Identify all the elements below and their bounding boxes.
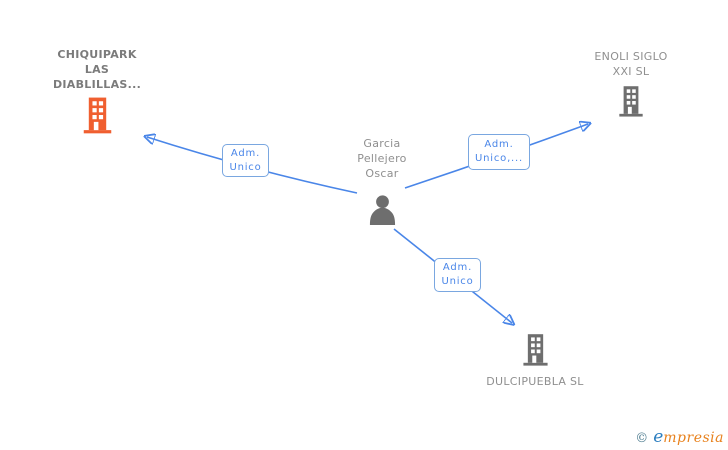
copyright-icon: © — [635, 431, 649, 446]
building-icon — [522, 334, 548, 366]
node-company-dulcipuebla[interactable]: DULCIPUEBLA SL — [465, 332, 605, 389]
company-name: ENOLI SIGLO XXI SL — [594, 50, 668, 78]
building-icon — [619, 86, 643, 117]
person-icon — [369, 195, 395, 225]
edge-label-adm-unico-dulcipuebla: Adm. Unico — [434, 258, 481, 292]
person-name: Garcia Pellejero Oscar — [357, 137, 407, 180]
building-icon — [83, 97, 111, 134]
company-name: DULCIPUEBLA SL — [486, 375, 584, 388]
node-company-chiquipark[interactable]: CHIQUIPARK LAS DIABLILLAS... — [27, 47, 167, 134]
brand-letter-e: e — [653, 427, 664, 447]
edge-label-adm-unico-chiquipark: Adm. Unico — [222, 144, 269, 177]
brand-text: mpresia — [663, 430, 724, 446]
company-name: CHIQUIPARK LAS DIABLILLAS... — [52, 48, 142, 91]
edge-label-adm-unico-enoli: Adm. Unico,... — [468, 134, 530, 170]
node-person-garcia-pellejero-oscar[interactable]: Garcia Pellejero Oscar — [312, 136, 452, 225]
node-company-enoli[interactable]: ENOLI SIGLO XXI SL — [561, 49, 701, 118]
empresia-logo[interactable]: © empresia — [635, 427, 724, 447]
